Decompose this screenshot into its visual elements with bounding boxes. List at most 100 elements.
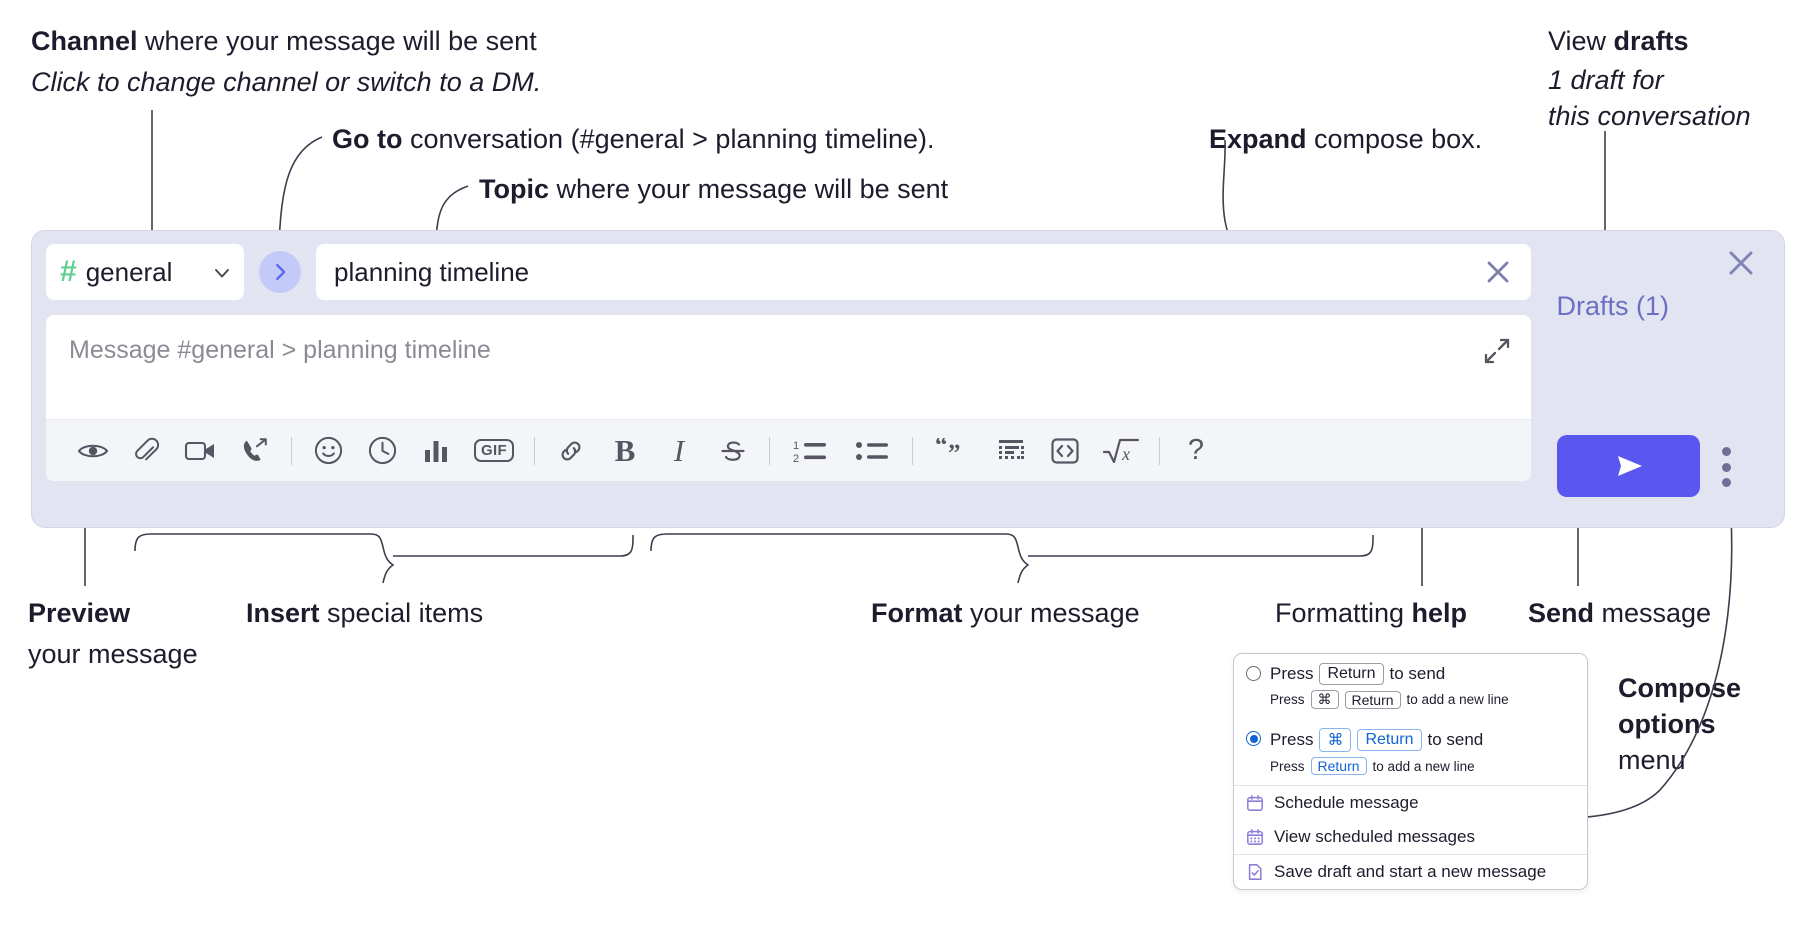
code-inline-button[interactable] xyxy=(1038,428,1092,474)
compose-options-button[interactable] xyxy=(1714,447,1738,487)
menu-item-save-draft[interactable]: Save draft and start a new message xyxy=(1234,855,1587,889)
bold-icon: B xyxy=(614,432,636,468)
toolbar-separator-3 xyxy=(769,436,770,465)
toolbar-separator-4 xyxy=(912,436,913,465)
gif-button[interactable]: GIF xyxy=(463,428,525,474)
option2-sub-word2: to add a new line xyxy=(1372,758,1475,774)
quote-icon: “ ” xyxy=(935,438,961,464)
poll-button[interactable] xyxy=(409,428,463,474)
annotation-compose-options: Compose options menu xyxy=(1618,671,1741,779)
gif-label: GIF xyxy=(474,439,514,462)
message-box: Message #general > planning timeline xyxy=(45,314,1532,482)
annotation-drafts-sub1: 1 draft for xyxy=(1548,64,1664,95)
blockquote-button[interactable]: “ ” xyxy=(922,428,984,474)
annotation-preview-bold: Preview xyxy=(28,598,131,628)
menu-item-view-scheduled-messages[interactable]: View scheduled messages xyxy=(1234,820,1587,854)
expand-icon xyxy=(1484,338,1510,364)
svg-text:“: “ xyxy=(935,438,948,459)
reminder-button[interactable] xyxy=(355,428,409,474)
huddle-button[interactable] xyxy=(228,428,282,474)
annotation-format: Format your message xyxy=(871,596,1140,631)
annotation-formatting-help: Formatting help xyxy=(1275,596,1467,631)
strikethrough-button[interactable] xyxy=(706,428,760,474)
annotation-topic-rest: where your message will be sent xyxy=(549,174,949,204)
annotation-format-bold: Format xyxy=(871,598,963,628)
send-option-cmd-return[interactable]: Press ⌘ Return to send xyxy=(1234,719,1587,754)
drafts-link[interactable]: Drafts (1) xyxy=(1556,291,1669,321)
send-option-return[interactable]: Press Return to send xyxy=(1234,654,1587,687)
video-button[interactable] xyxy=(174,428,228,474)
channel-name-label: general xyxy=(85,256,173,287)
close-compose-button[interactable] xyxy=(1725,247,1757,279)
svg-text:1: 1 xyxy=(793,440,799,452)
annotation-drafts: View drafts 1 draft for this conversatio… xyxy=(1548,24,1751,134)
bold-button[interactable]: B xyxy=(598,428,652,474)
option2-sub-word1: Press xyxy=(1270,758,1305,774)
annotation-expand: Expand compose box. xyxy=(1209,122,1482,157)
strikethrough-icon xyxy=(721,440,745,461)
annotation-send: Send message xyxy=(1528,596,1711,631)
toolbar-separator-5 xyxy=(1159,436,1160,465)
message-input[interactable]: Message #general > planning timeline xyxy=(46,315,1531,419)
option2-sub-key-return: Return xyxy=(1310,757,1367,775)
send-button[interactable] xyxy=(1557,435,1700,497)
link-button[interactable] xyxy=(544,428,598,474)
option2-word1: Press xyxy=(1270,730,1314,749)
expand-compose-button[interactable] xyxy=(1483,337,1511,365)
kebab-dot-3 xyxy=(1721,478,1731,487)
option1-word2: to send xyxy=(1389,664,1446,683)
goto-conversation-button[interactable] xyxy=(259,251,301,293)
math-button[interactable]: x xyxy=(1092,428,1150,474)
annotation-expand-rest: compose box. xyxy=(1306,124,1483,154)
svg-text:2: 2 xyxy=(793,453,799,464)
annotation-send-rest: message xyxy=(1594,598,1712,628)
annotation-insert-bold: Insert xyxy=(246,598,320,628)
italic-button[interactable]: I xyxy=(652,428,706,474)
annotation-compose-rest: menu xyxy=(1618,744,1686,775)
clock-icon xyxy=(368,436,396,465)
emoji-button[interactable] xyxy=(301,428,355,474)
bulleted-list-button[interactable] xyxy=(841,428,903,474)
calendar-icon xyxy=(1247,795,1263,811)
link-icon xyxy=(561,441,581,460)
calendar-grid-icon xyxy=(1247,829,1263,845)
annotation-drafts-lead: View xyxy=(1548,26,1614,56)
kebab-dot-2 xyxy=(1721,462,1731,472)
channel-selector[interactable]: # general xyxy=(45,243,245,301)
send-option-return-hint: Press ⌘ Return to add a new line xyxy=(1234,687,1587,719)
annotation-preview-line2: your message xyxy=(28,638,198,669)
compose-options-menu: Press Return to send Press ⌘ Return to a… xyxy=(1233,653,1588,890)
send-option-cmd-return-hint: Press Return to add a new line xyxy=(1234,754,1587,785)
annotation-compose-bold2: options xyxy=(1618,708,1716,739)
annotation-insert-rest: special items xyxy=(319,598,484,628)
option2-key-return: Return xyxy=(1357,729,1422,751)
eye-icon xyxy=(77,444,109,457)
option1-key-return: Return xyxy=(1319,663,1384,685)
option2-word2: to send xyxy=(1427,730,1484,749)
annotation-drafts-bold: drafts xyxy=(1613,26,1689,56)
ordered-list-button[interactable]: 1 2 xyxy=(779,428,841,474)
phone-forward-icon xyxy=(243,437,267,461)
ordered-list-icon: 1 2 xyxy=(793,440,826,464)
bar-chart-icon xyxy=(425,440,447,462)
annotation-send-bold: Send xyxy=(1528,598,1595,628)
code-block-button[interactable] xyxy=(984,428,1038,474)
attach-button[interactable] xyxy=(120,428,174,474)
svg-text:”: ” xyxy=(948,440,961,464)
option2-key-cmd: ⌘ xyxy=(1319,728,1352,752)
code-block-icon xyxy=(999,439,1024,459)
send-paper-plane-icon xyxy=(1617,456,1642,476)
toolbar-separator-1 xyxy=(291,436,292,465)
topic-value: planning timeline xyxy=(334,256,530,287)
video-camera-icon xyxy=(184,441,214,460)
bulleted-list-icon xyxy=(856,441,888,460)
menu-item-schedule-message[interactable]: Schedule message xyxy=(1234,786,1587,820)
hash-icon: # xyxy=(60,255,77,288)
preview-button[interactable] xyxy=(66,428,120,474)
document-check-icon xyxy=(1248,864,1262,880)
annotation-goto: Go to conversation (#general > planning … xyxy=(332,122,935,157)
clear-topic-button[interactable] xyxy=(1483,257,1513,287)
topic-field[interactable]: planning timeline xyxy=(315,243,1532,301)
formatting-help-button[interactable]: ? xyxy=(1169,428,1223,474)
annotation-channel-sub: Click to change channel or switch to a D… xyxy=(31,66,542,97)
